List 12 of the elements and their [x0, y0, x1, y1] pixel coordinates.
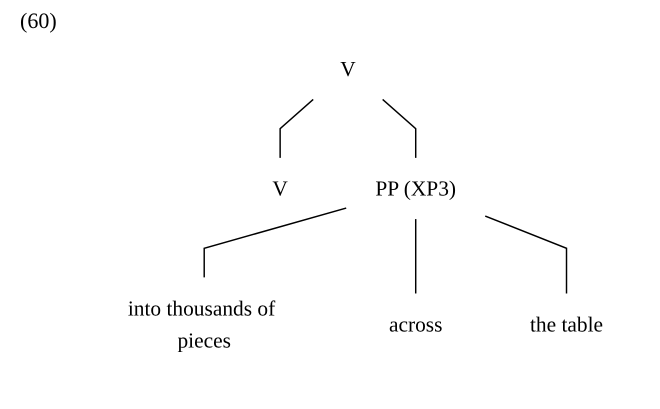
example-number: (60) — [20, 8, 57, 34]
node-text: V — [272, 176, 288, 201]
node-text: PP (XP3) — [375, 176, 456, 201]
connector — [382, 98, 416, 158]
node-text: V — [340, 56, 356, 81]
connector — [484, 215, 568, 294]
connector — [414, 219, 416, 294]
node-text: across — [388, 312, 442, 336]
node-text: the table — [530, 312, 604, 336]
connector — [279, 98, 314, 158]
connector — [203, 207, 346, 278]
node-text: into thousands of pieces — [128, 296, 276, 352]
